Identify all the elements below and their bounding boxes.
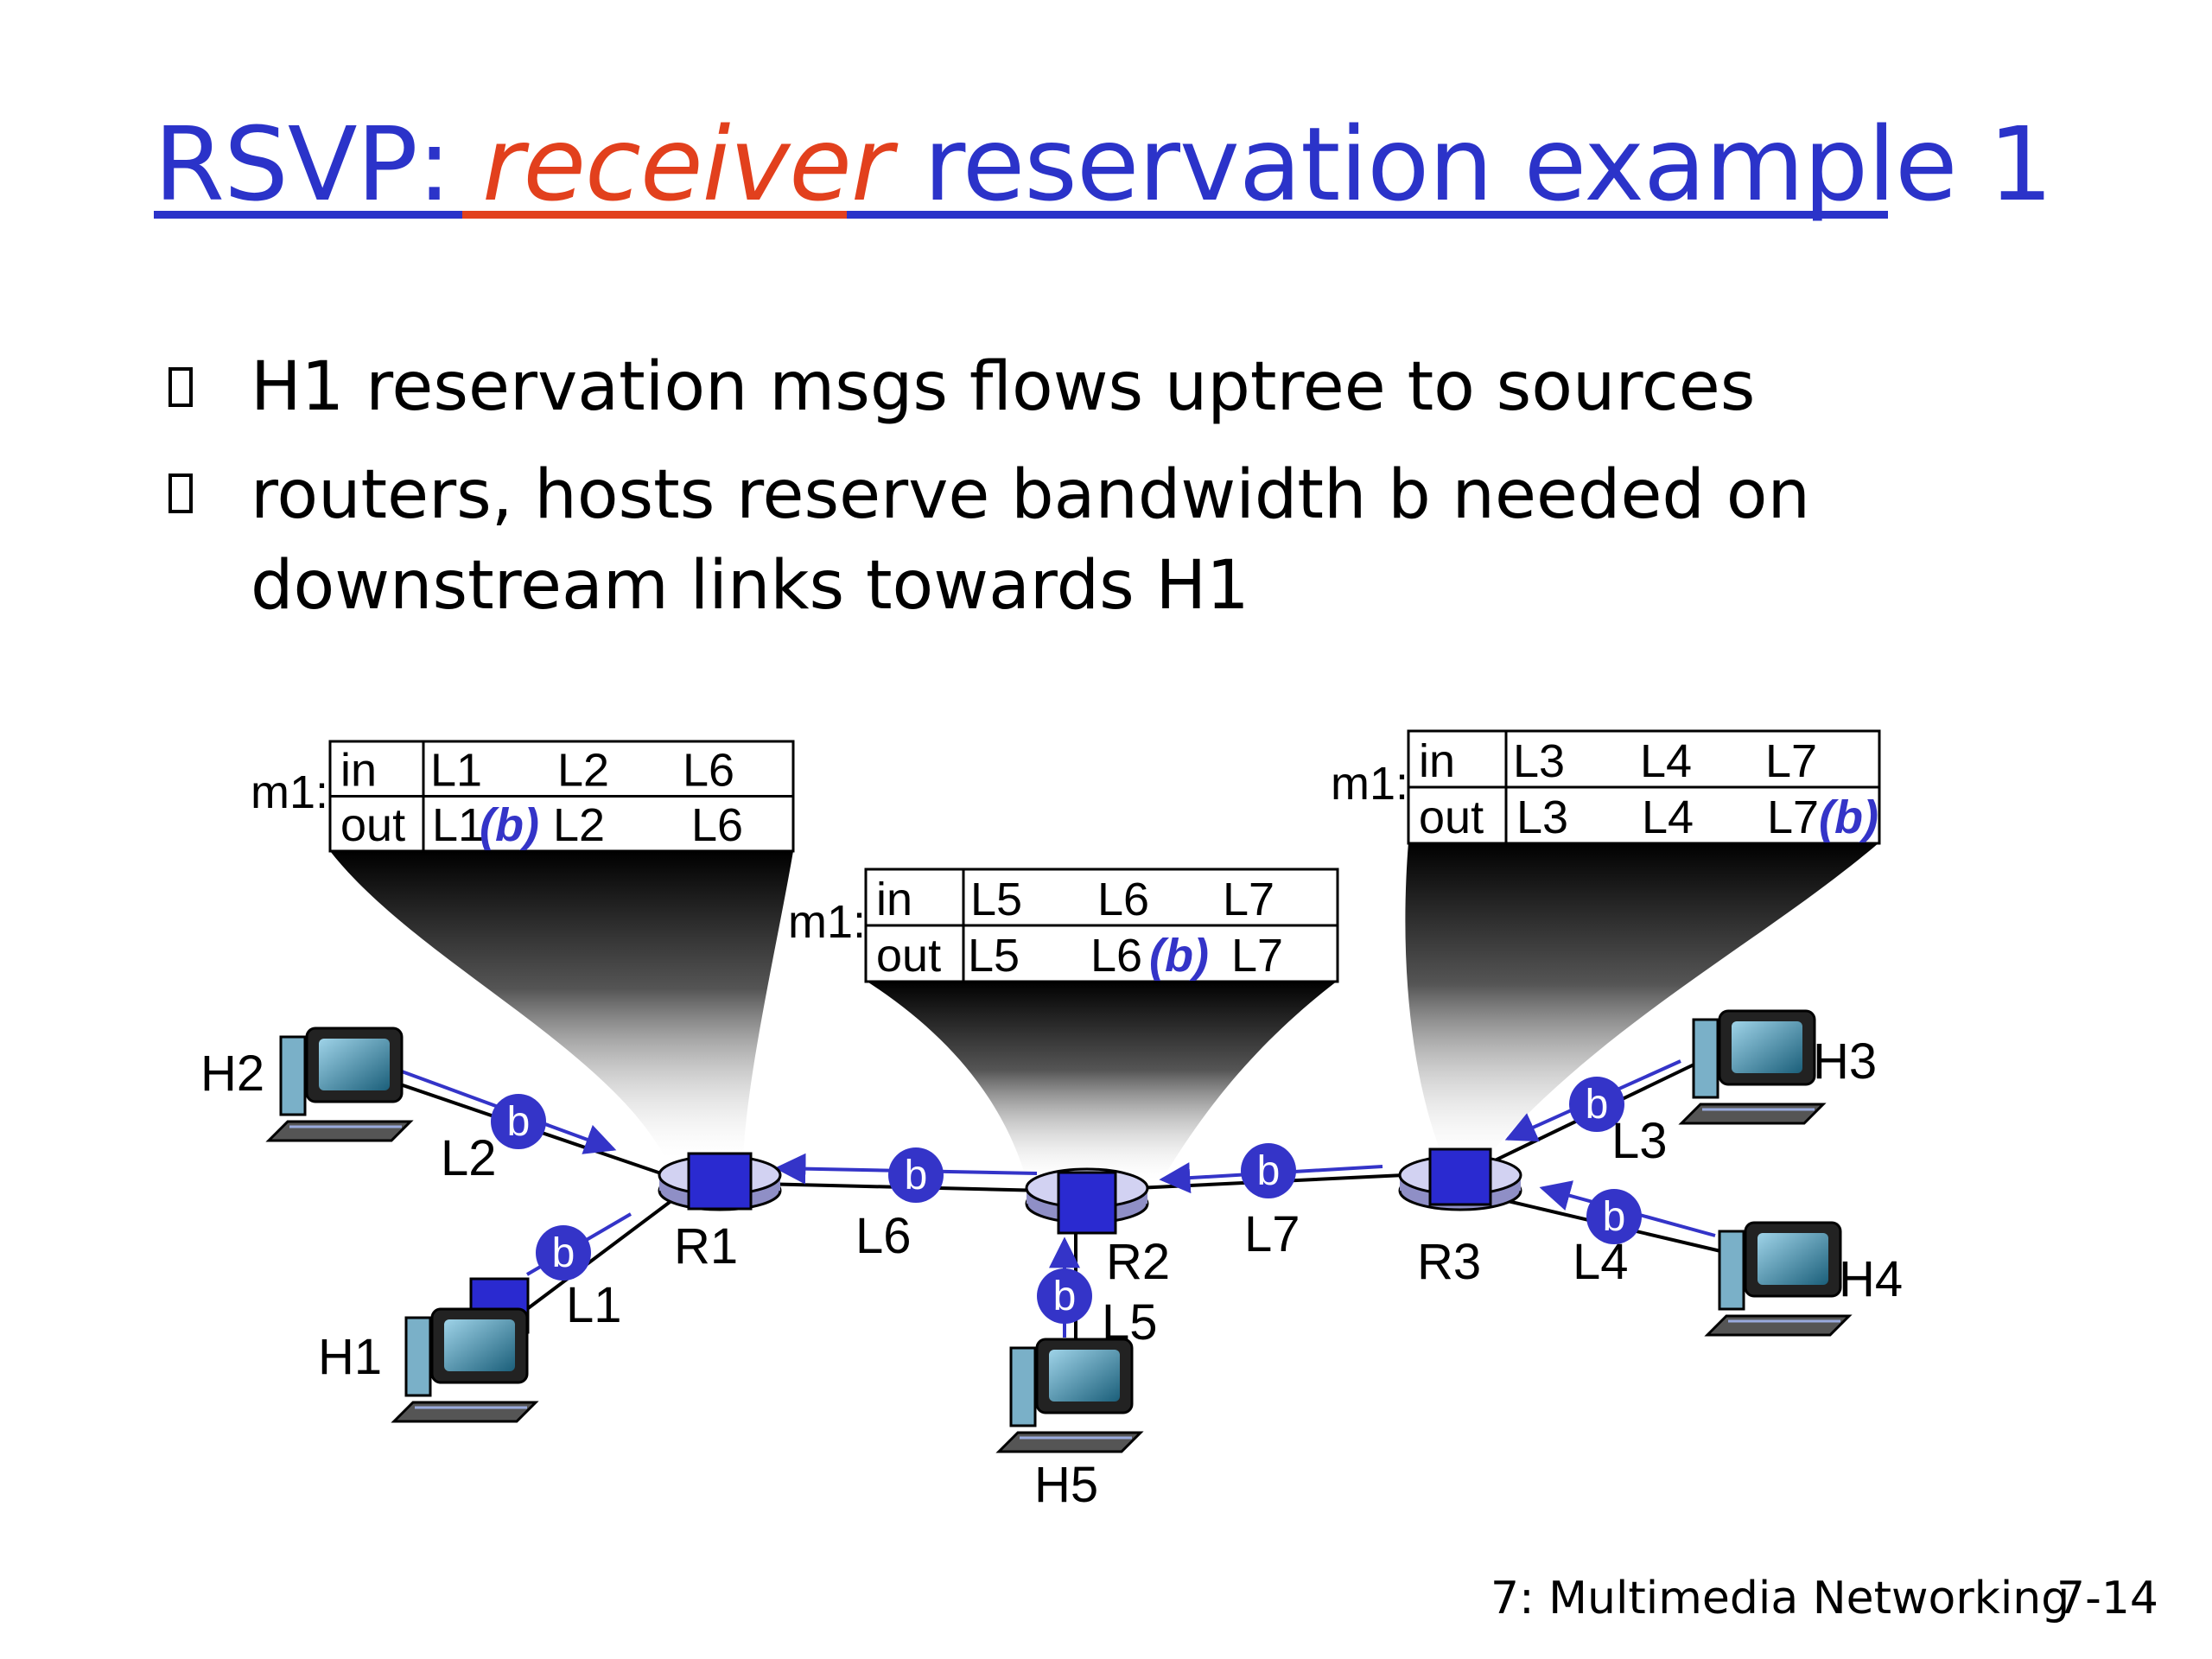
table-in-cell: L7 [1223, 874, 1274, 925]
router-label-r2: R2 [1106, 1234, 1170, 1290]
title-underline-blue-left [154, 211, 462, 219]
bullet-text-2: routers, hosts reserve bandwidth b neede… [251, 456, 1810, 534]
slide-title: RSVP: receiver reservation example 1 [154, 104, 2053, 226]
funnel-r1 [330, 851, 793, 1158]
table-in-cell: L1 [430, 745, 482, 797]
link-label-l6: L6 [855, 1208, 912, 1264]
computer-icon-h3 [1678, 1009, 1827, 1125]
table-out-cell: out [876, 930, 941, 982]
link-label-l4: L4 [1573, 1234, 1629, 1290]
bandwidth-marker: b [536, 1225, 591, 1281]
title-prefix: RSVP: [154, 105, 483, 224]
title-accent: receiver [482, 105, 893, 224]
host-label-h1: H1 [318, 1329, 382, 1385]
computer-icon-h4 [1704, 1221, 1853, 1337]
table-label: m1: [1331, 758, 1408, 810]
bandwidth-marker-label: b [905, 1153, 928, 1198]
table-out-cell: L4 [1642, 791, 1694, 843]
computer-icons [265, 1009, 1853, 1453]
table-in-cell: in [1419, 735, 1455, 787]
table-in-cell: L6 [683, 745, 734, 797]
funnel-r2 [866, 981, 1338, 1179]
router-label-r3: R3 [1417, 1234, 1481, 1290]
bandwidth-marker: b [1241, 1143, 1296, 1198]
computer-icon-h1 [391, 1307, 539, 1423]
table-out-cell: L1 [432, 799, 484, 851]
table-out-cell: L3 [1516, 791, 1568, 843]
table-in-cell: L5 [970, 874, 1022, 925]
bandwidth-marker-label: b [1586, 1082, 1609, 1128]
table-in-cell: L7 [1765, 735, 1817, 787]
host-label-h5: H5 [1034, 1457, 1098, 1513]
bandwidth-marker-label: b [507, 1099, 531, 1145]
title-underline-blue-right [847, 211, 1888, 219]
table-out-cell: L7 [1231, 930, 1283, 982]
table-in-cell: in [340, 745, 377, 797]
title-suffix: reservation example 1 [892, 105, 2053, 224]
host-label-h3: H3 [1813, 1033, 1877, 1090]
table-in-cell: L2 [557, 745, 609, 797]
table-reservation-mark: (b) [1819, 791, 1878, 843]
table-out-cell: out [340, 799, 405, 851]
bandwidth-marker: b [1569, 1077, 1624, 1132]
table-reservation-mark: (b) [480, 799, 539, 851]
router-r2 [1025, 1167, 1149, 1235]
bullet-text-3: downstream links towards H1 [251, 547, 1249, 625]
bandwidth-marker: b [1037, 1268, 1092, 1324]
bullet-text-1: H1 reservation msgs flows uptree to sour… [251, 348, 1756, 426]
computer-icon-h5 [995, 1338, 1144, 1453]
host-label-h2: H2 [200, 1046, 264, 1102]
bandwidth-markers: b b b b b b b [491, 1077, 1642, 1324]
bandwidth-marker-label: b [1603, 1194, 1626, 1240]
router-r1 [658, 1152, 782, 1211]
table-label: m1: [251, 766, 328, 818]
table-reservation-mark: (b) [1149, 930, 1209, 982]
link-label-l7: L7 [1244, 1206, 1300, 1262]
table-in-cell: L6 [1097, 874, 1149, 925]
bandwidth-marker: b [1586, 1189, 1642, 1244]
table-in-cell: L3 [1513, 735, 1565, 787]
table-out-cell: L7 [1767, 791, 1819, 843]
router-r3 [1398, 1147, 1522, 1211]
table-in-cell: L4 [1640, 735, 1692, 787]
link-label-l3: L3 [1611, 1113, 1668, 1169]
link-label-l5: L5 [1102, 1294, 1158, 1351]
bandwidth-marker-label: b [552, 1230, 575, 1276]
link-label-l1: L1 [566, 1277, 622, 1333]
router-label-r1: R1 [674, 1218, 738, 1274]
table-out-cell: out [1419, 791, 1484, 843]
link-label-l2: L2 [441, 1130, 497, 1186]
bandwidth-marker-label: b [1257, 1148, 1281, 1194]
bandwidth-marker: b [491, 1094, 546, 1149]
bullet-marker-2 [168, 474, 193, 513]
table-out-cell: L6 [691, 799, 743, 851]
footer-chapter: 7: Multimedia Networking [1491, 1573, 2070, 1624]
table-out-cell: L5 [968, 930, 1020, 982]
bandwidth-marker: b [888, 1147, 944, 1203]
host-label-h4: H4 [1839, 1251, 1903, 1307]
table-out-cell: L6 [1090, 930, 1142, 982]
table-out-cell: L2 [553, 799, 605, 851]
table-label: m1: [788, 896, 866, 948]
footer-page-number: 7-14 [2056, 1573, 2159, 1624]
title-underline-red [462, 211, 847, 219]
bandwidth-marker-label: b [1053, 1274, 1077, 1319]
funnel-r3 [1405, 842, 1879, 1158]
bullet-marker-1 [168, 367, 193, 407]
table-in-cell: in [876, 874, 912, 925]
computer-icon-h2 [265, 1027, 414, 1142]
